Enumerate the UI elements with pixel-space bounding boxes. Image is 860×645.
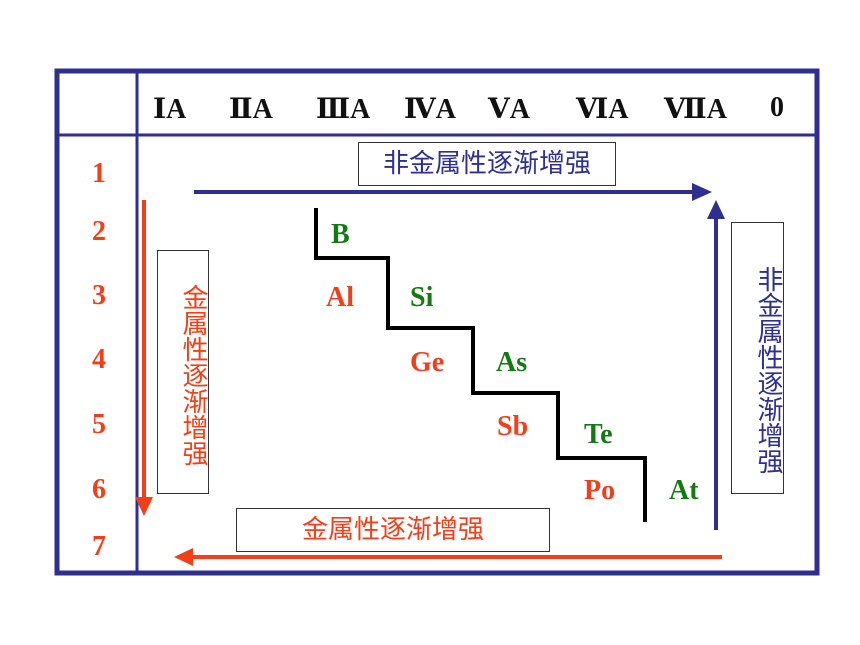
element-B: B bbox=[331, 219, 350, 250]
table-frame bbox=[54, 68, 820, 576]
metal-nonmetal-boundary bbox=[314, 208, 647, 522]
element-At: At bbox=[669, 475, 699, 506]
top-nonmetal-label: 非金属性逐渐增强 bbox=[358, 142, 616, 186]
group-label-VIA: ⅥA bbox=[576, 94, 629, 125]
top-nonmetal-arrow bbox=[194, 183, 712, 201]
group-label-VA: ⅤA bbox=[488, 94, 530, 125]
element-Ge: Ge bbox=[410, 347, 445, 378]
group-label-VIIA: ⅦA bbox=[664, 94, 727, 125]
period-label-6: 6 bbox=[92, 474, 106, 505]
period-label-1: 1 bbox=[92, 158, 106, 189]
right-nonmetal-label: 非金属性逐渐增强 bbox=[731, 222, 784, 494]
period-label-7: 7 bbox=[92, 531, 106, 562]
period-label-4: 4 bbox=[92, 344, 106, 375]
left-metal-label: 金属性逐渐增强 bbox=[157, 250, 209, 494]
group-label-IIA: ⅡA bbox=[229, 94, 273, 125]
right-nonmetal-arrow bbox=[707, 200, 725, 530]
group-label-IIIA: ⅢA bbox=[316, 94, 371, 125]
group-label-IA: ⅠA bbox=[153, 94, 187, 125]
bottom-metal-label: 金属性逐渐增强 bbox=[236, 508, 550, 552]
group-label-IVA: ⅣA bbox=[404, 94, 456, 125]
period-label-2: 2 bbox=[92, 216, 106, 247]
left-metal-arrow bbox=[135, 200, 153, 516]
period-label-3: 3 bbox=[92, 280, 106, 311]
element-As: As bbox=[496, 347, 528, 378]
element-Al: Al bbox=[326, 282, 354, 313]
bottom-metal-arrow bbox=[174, 548, 722, 566]
group-label-0: 0 bbox=[770, 92, 784, 123]
element-Sb: Sb bbox=[497, 411, 529, 442]
element-Po: Po bbox=[584, 475, 616, 506]
element-Si: Si bbox=[410, 282, 434, 313]
element-Te: Te bbox=[584, 419, 613, 450]
period-label-5: 5 bbox=[92, 409, 106, 440]
